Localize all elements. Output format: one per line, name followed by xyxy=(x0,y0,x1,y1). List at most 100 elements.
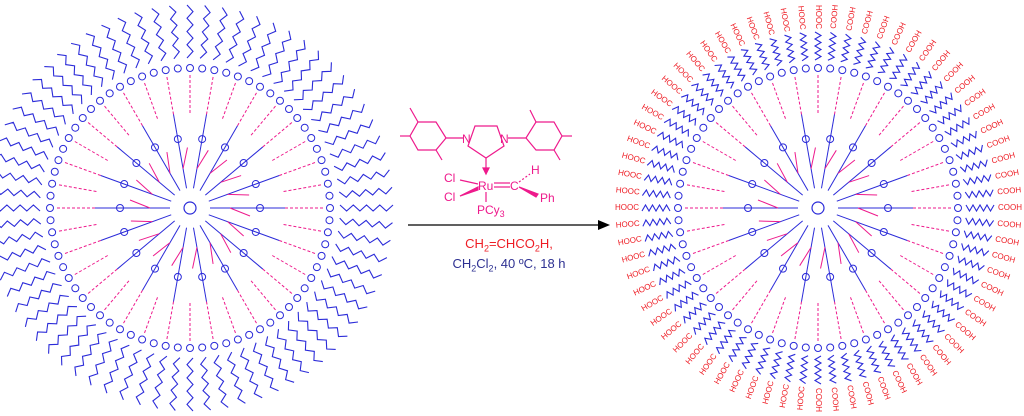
dendron-branch xyxy=(192,227,207,302)
dendron-branch xyxy=(770,225,809,291)
benzene-ring xyxy=(126,77,135,86)
benzene-ring xyxy=(760,248,769,257)
alkyl-chain xyxy=(693,312,716,335)
hooc-label: HOOC xyxy=(649,88,674,109)
hooc-label: HOOC xyxy=(795,386,806,411)
hooc-label: HOOC xyxy=(632,118,658,136)
atom-n-right: N xyxy=(500,132,509,146)
silyl-linker xyxy=(701,140,736,161)
alkyl-chain xyxy=(799,32,809,62)
alkyl-chain xyxy=(702,73,724,97)
silyl-linker xyxy=(766,233,788,241)
benzene-ring xyxy=(116,82,124,91)
atom-ru: Ru xyxy=(478,179,493,193)
alkyl-chain xyxy=(853,349,867,378)
benzene-ring xyxy=(940,144,949,153)
dendron-branch xyxy=(744,146,804,196)
dendron-branch xyxy=(173,114,188,189)
alkyl-chain xyxy=(784,353,796,383)
benzene-ring xyxy=(116,204,124,212)
alkyl-chain xyxy=(901,327,922,352)
reagent-acrylic-acid: CH2=CHCO2H, xyxy=(465,236,553,254)
alkyl-chain xyxy=(320,280,368,310)
alkyl-chain xyxy=(0,204,41,212)
benzene-ring xyxy=(928,284,937,293)
alkyl-chain xyxy=(728,337,747,363)
hooc-label: HOOC xyxy=(621,250,647,265)
benzene-ring xyxy=(151,143,159,152)
benzene-ring xyxy=(233,335,242,344)
dendron-branch xyxy=(100,175,172,202)
silyl-linker xyxy=(685,184,725,192)
silyl-linker xyxy=(237,91,258,126)
silyl-linker xyxy=(73,255,108,276)
alkyl-chain xyxy=(273,39,306,84)
silyl-linker xyxy=(222,81,237,119)
alkyl-chain xyxy=(60,324,96,366)
benzene-ring xyxy=(838,66,847,75)
benzene-ring xyxy=(173,135,182,144)
benzene-ring xyxy=(132,159,141,168)
cooh-label: COOH xyxy=(979,280,1005,298)
alkyl-chain xyxy=(964,189,994,199)
dendron-branch xyxy=(836,175,908,202)
core-benzene-ring xyxy=(183,201,197,215)
silyl-linker xyxy=(192,247,198,269)
benzene-ring xyxy=(884,204,892,212)
benzene-ring xyxy=(873,77,882,86)
silyl-linker xyxy=(283,184,323,192)
alkyl-chain xyxy=(965,217,995,228)
benzene-ring xyxy=(903,96,912,105)
benzene-ring xyxy=(921,114,930,123)
alkyl-chain xyxy=(798,355,809,385)
benzene-ring xyxy=(826,64,835,73)
cooh-label: COOH xyxy=(904,29,924,54)
hooc-label: HOOC xyxy=(744,374,761,400)
silyl-linker xyxy=(262,268,293,295)
benzene-ring xyxy=(789,341,798,350)
benzene-ring xyxy=(777,68,786,77)
alkyl-chain xyxy=(287,320,323,363)
hooc-label: HOOC xyxy=(728,368,746,394)
silyl-linker xyxy=(757,199,779,209)
benzene-ring xyxy=(687,263,696,272)
atom-carbene-c: C xyxy=(510,179,519,193)
mesityl-right xyxy=(508,121,563,151)
benzene-ring xyxy=(96,96,105,105)
alkyl-chain xyxy=(691,83,714,106)
benzene-ring xyxy=(849,143,857,152)
benzene-ring xyxy=(221,143,229,152)
hooc-label: HOOC xyxy=(640,102,665,122)
alkyl-chain xyxy=(44,66,83,105)
benzene-ring xyxy=(912,105,921,114)
silyl-linker xyxy=(103,105,130,136)
benzene-ring xyxy=(789,66,798,75)
hooc-label: HOOC xyxy=(617,234,642,247)
alkyl-chain xyxy=(339,204,394,212)
benzene-ring xyxy=(744,204,752,212)
benzene-ring xyxy=(676,228,685,237)
alkyl-chain xyxy=(48,315,87,354)
benzene-ring xyxy=(50,167,59,176)
alkyl-chain xyxy=(889,53,908,79)
alkyl-chain xyxy=(900,61,921,87)
benzene-ring xyxy=(222,68,231,77)
dendron-branch xyxy=(199,125,238,191)
silyl-linker xyxy=(857,207,879,217)
benzene-ring xyxy=(826,135,835,144)
dendron-branch xyxy=(820,227,835,302)
silyl-linker xyxy=(848,175,870,183)
benzene-ring xyxy=(198,64,207,73)
benzene-ring xyxy=(674,191,683,200)
benzene-ring xyxy=(724,311,733,320)
benzene-ring xyxy=(87,302,96,311)
alkyl-chain xyxy=(714,64,735,89)
silyl-linker xyxy=(279,240,317,255)
alkyl-chain xyxy=(922,310,945,333)
alkyl-chain xyxy=(659,268,686,286)
benzene-ring xyxy=(903,311,912,320)
alkyl-chain xyxy=(653,255,681,272)
alkyl-chain xyxy=(671,105,697,126)
benzene-ring xyxy=(953,216,962,225)
